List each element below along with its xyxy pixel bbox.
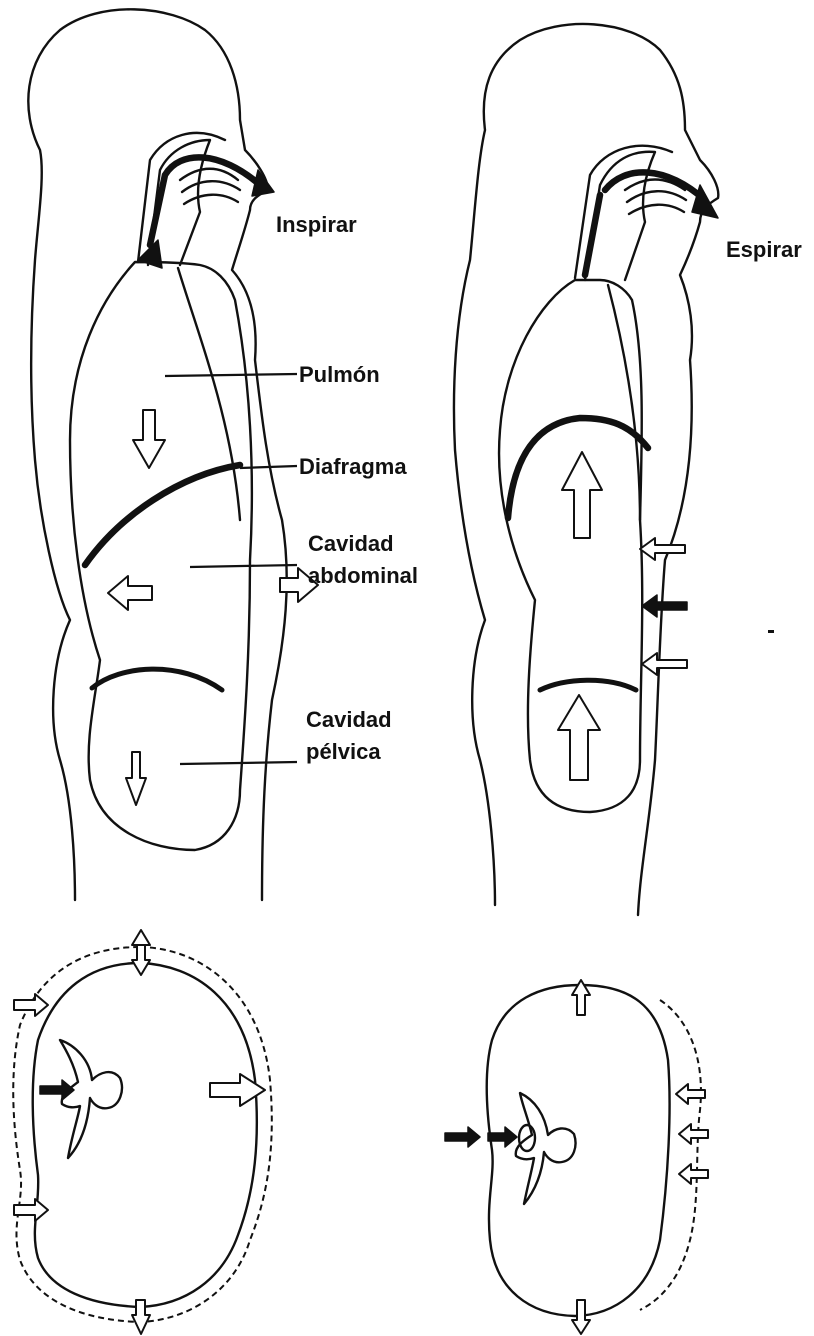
inhale-cross-section — [13, 930, 272, 1334]
exhale-section-solid — [487, 985, 670, 1316]
inhale-abdomen-left-arrow — [108, 576, 152, 610]
exhale-pelvic-floor — [540, 680, 636, 690]
pulmon-leader — [165, 374, 297, 376]
exhale-section-dashed — [640, 1000, 701, 1310]
inhale-cavity-outline — [70, 262, 252, 850]
label-inspirar: Inspirar — [276, 211, 357, 238]
inhale-section-dashed — [13, 947, 272, 1322]
abdominal-leader — [190, 565, 297, 567]
exhale-diaphragm-arrow — [562, 452, 602, 538]
label-pulmon: Pulmón — [299, 361, 380, 388]
exhale-wall-arrow-1 — [640, 538, 685, 560]
inhale-vertebra — [60, 1040, 122, 1158]
diafragma-leader — [240, 466, 297, 468]
label-espirar: Espirar — [726, 236, 802, 263]
pelvica-leader — [180, 762, 297, 764]
inhale-section-solid — [33, 963, 257, 1307]
exhale-vertebra — [516, 1093, 576, 1204]
exhale-pelvic-arrow — [558, 695, 600, 780]
label-cavidad-abdominal-line2: abdominal — [308, 562, 418, 589]
inhale-pelvic-floor — [92, 669, 222, 690]
inhale-diaphragm — [85, 465, 240, 565]
label-cavidad-abdominal-line1: Cavidad — [308, 530, 394, 557]
exhale-figure — [454, 24, 774, 915]
label-cavidad-pelvica-line2: pélvica — [306, 738, 381, 765]
exhale-cross-section — [445, 980, 708, 1334]
inhale-diaphragm-arrow — [133, 410, 165, 468]
label-diafragma: Diafragma — [299, 453, 407, 480]
exhale-wall-arrow-2 — [642, 595, 687, 617]
exhale-wall-arrow-3 — [642, 653, 687, 675]
label-cavidad-pelvica-line1: Cavidad — [306, 706, 392, 733]
inhale-figure — [28, 9, 318, 900]
inhale-pelvic-arrow — [126, 752, 146, 805]
